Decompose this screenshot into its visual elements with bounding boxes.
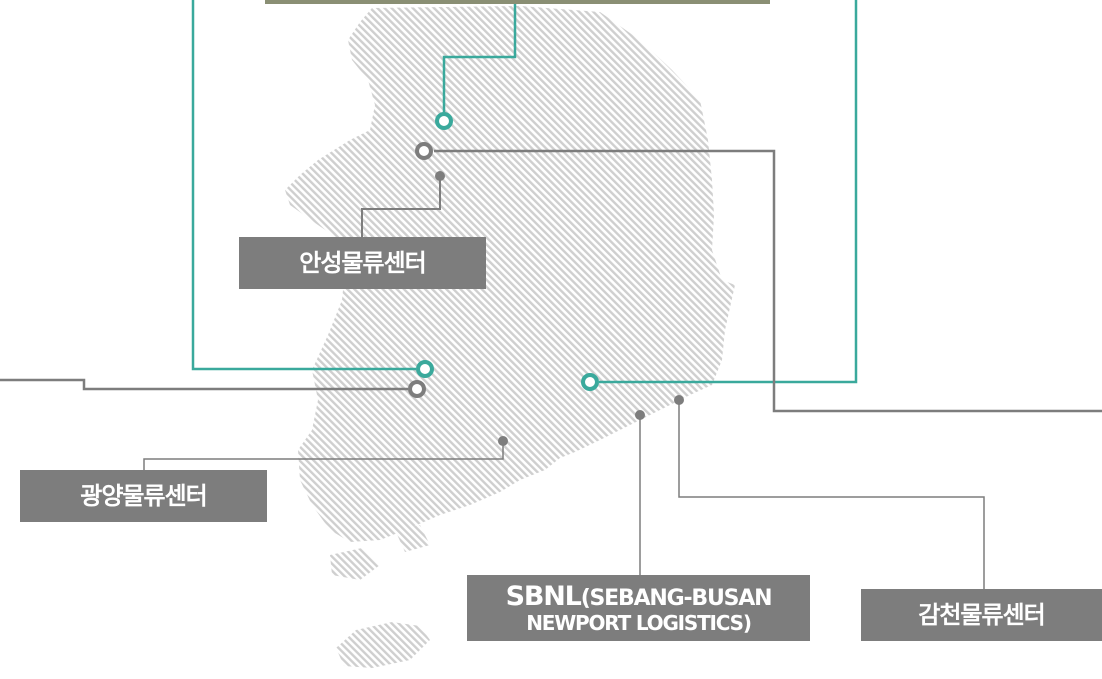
sbnl-label-line2: NEWPORT LOGISTICS) [526,610,752,635]
leader-gwangyang [143,441,504,470]
teal-route-frame [191,0,416,371]
gray-node-marker-north[interactable] [415,142,433,160]
island-south-2 [395,525,430,552]
teal-node-marker-east[interactable] [581,373,599,391]
gwangyang-location-dot[interactable] [498,436,508,446]
sbnl-label-line1: SBNL(SEBANG-BUSAN [505,581,773,613]
teal-node-marker-north[interactable] [435,112,453,130]
gamcheon-center-label-text: 감천물류센터 [918,600,1045,629]
island-south-1 [330,548,380,580]
gwangyang-center-label-text: 광양물류센터 [80,481,207,510]
gwangyang-center-label[interactable]: 광양물류센터 [20,470,267,522]
sbnl-label-line1-rest: (SEBANG-BUSAN [580,586,773,612]
gray-route-east [434,149,1102,413]
leader-gamcheon [678,400,985,589]
anseong-location-dot[interactable] [435,171,445,181]
teal-route-right [599,0,858,384]
gray-node-marker-west[interactable] [408,380,426,398]
anseong-center-label[interactable]: 안성물류센터 [239,237,486,289]
leader-anseong [361,176,441,237]
sbnl-location-dot[interactable] [635,410,645,420]
gray-route-west [0,378,408,391]
korea-landmass [285,6,735,542]
teal-node-marker-west[interactable] [416,360,434,378]
anseong-center-label-text: 안성물류센터 [299,248,426,277]
gamcheon-location-dot[interactable] [674,395,684,405]
sbnl-center-label[interactable]: SBNL(SEBANG-BUSAN NEWPORT LOGISTICS) [467,575,810,641]
sbnl-label-prefix: SBNL [505,581,582,613]
top-photo-strip [265,0,770,4]
jeju-island [336,622,430,668]
teal-route [442,4,517,112]
gamcheon-center-label[interactable]: 감천물류센터 [861,589,1102,641]
